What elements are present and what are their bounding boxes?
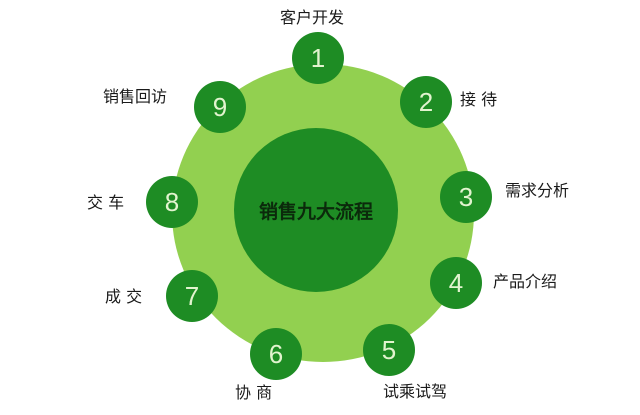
step-node-9: 9 <box>194 81 246 133</box>
step-number: 4 <box>448 268 464 298</box>
step-node-5: 5 <box>363 324 415 376</box>
step-node-4: 4 <box>430 257 482 309</box>
step-label-5: 试乘试驾 <box>383 382 448 401</box>
step-label-1: 客户开发 <box>280 8 345 27</box>
step-number: 3 <box>458 182 474 212</box>
step-number: 5 <box>381 335 397 365</box>
step-label-2: 接 待 <box>460 90 498 109</box>
step-number: 1 <box>310 43 326 73</box>
step-label-9: 销售回访 <box>103 87 168 106</box>
step-node-8: 8 <box>146 176 198 228</box>
step-number: 9 <box>212 92 228 122</box>
step-label-7: 成 交 <box>105 287 143 306</box>
step-label-6: 协 商 <box>235 383 273 402</box>
center-circle: 销售九大流程 <box>234 128 398 292</box>
step-node-1: 1 <box>292 32 344 84</box>
step-node-3: 3 <box>440 171 492 223</box>
center-title: 销售九大流程 <box>258 200 373 223</box>
step-node-2: 2 <box>400 76 452 128</box>
step-number: 7 <box>184 281 200 311</box>
step-node-6: 6 <box>250 328 302 380</box>
step-label-8: 交 车 <box>87 193 125 212</box>
step-number: 2 <box>418 87 434 117</box>
step-number: 8 <box>164 187 180 217</box>
step-node-7: 7 <box>166 270 218 322</box>
step-label-4: 产品介绍 <box>493 272 558 291</box>
step-number: 6 <box>268 339 284 369</box>
step-label-3: 需求分析 <box>505 181 570 200</box>
